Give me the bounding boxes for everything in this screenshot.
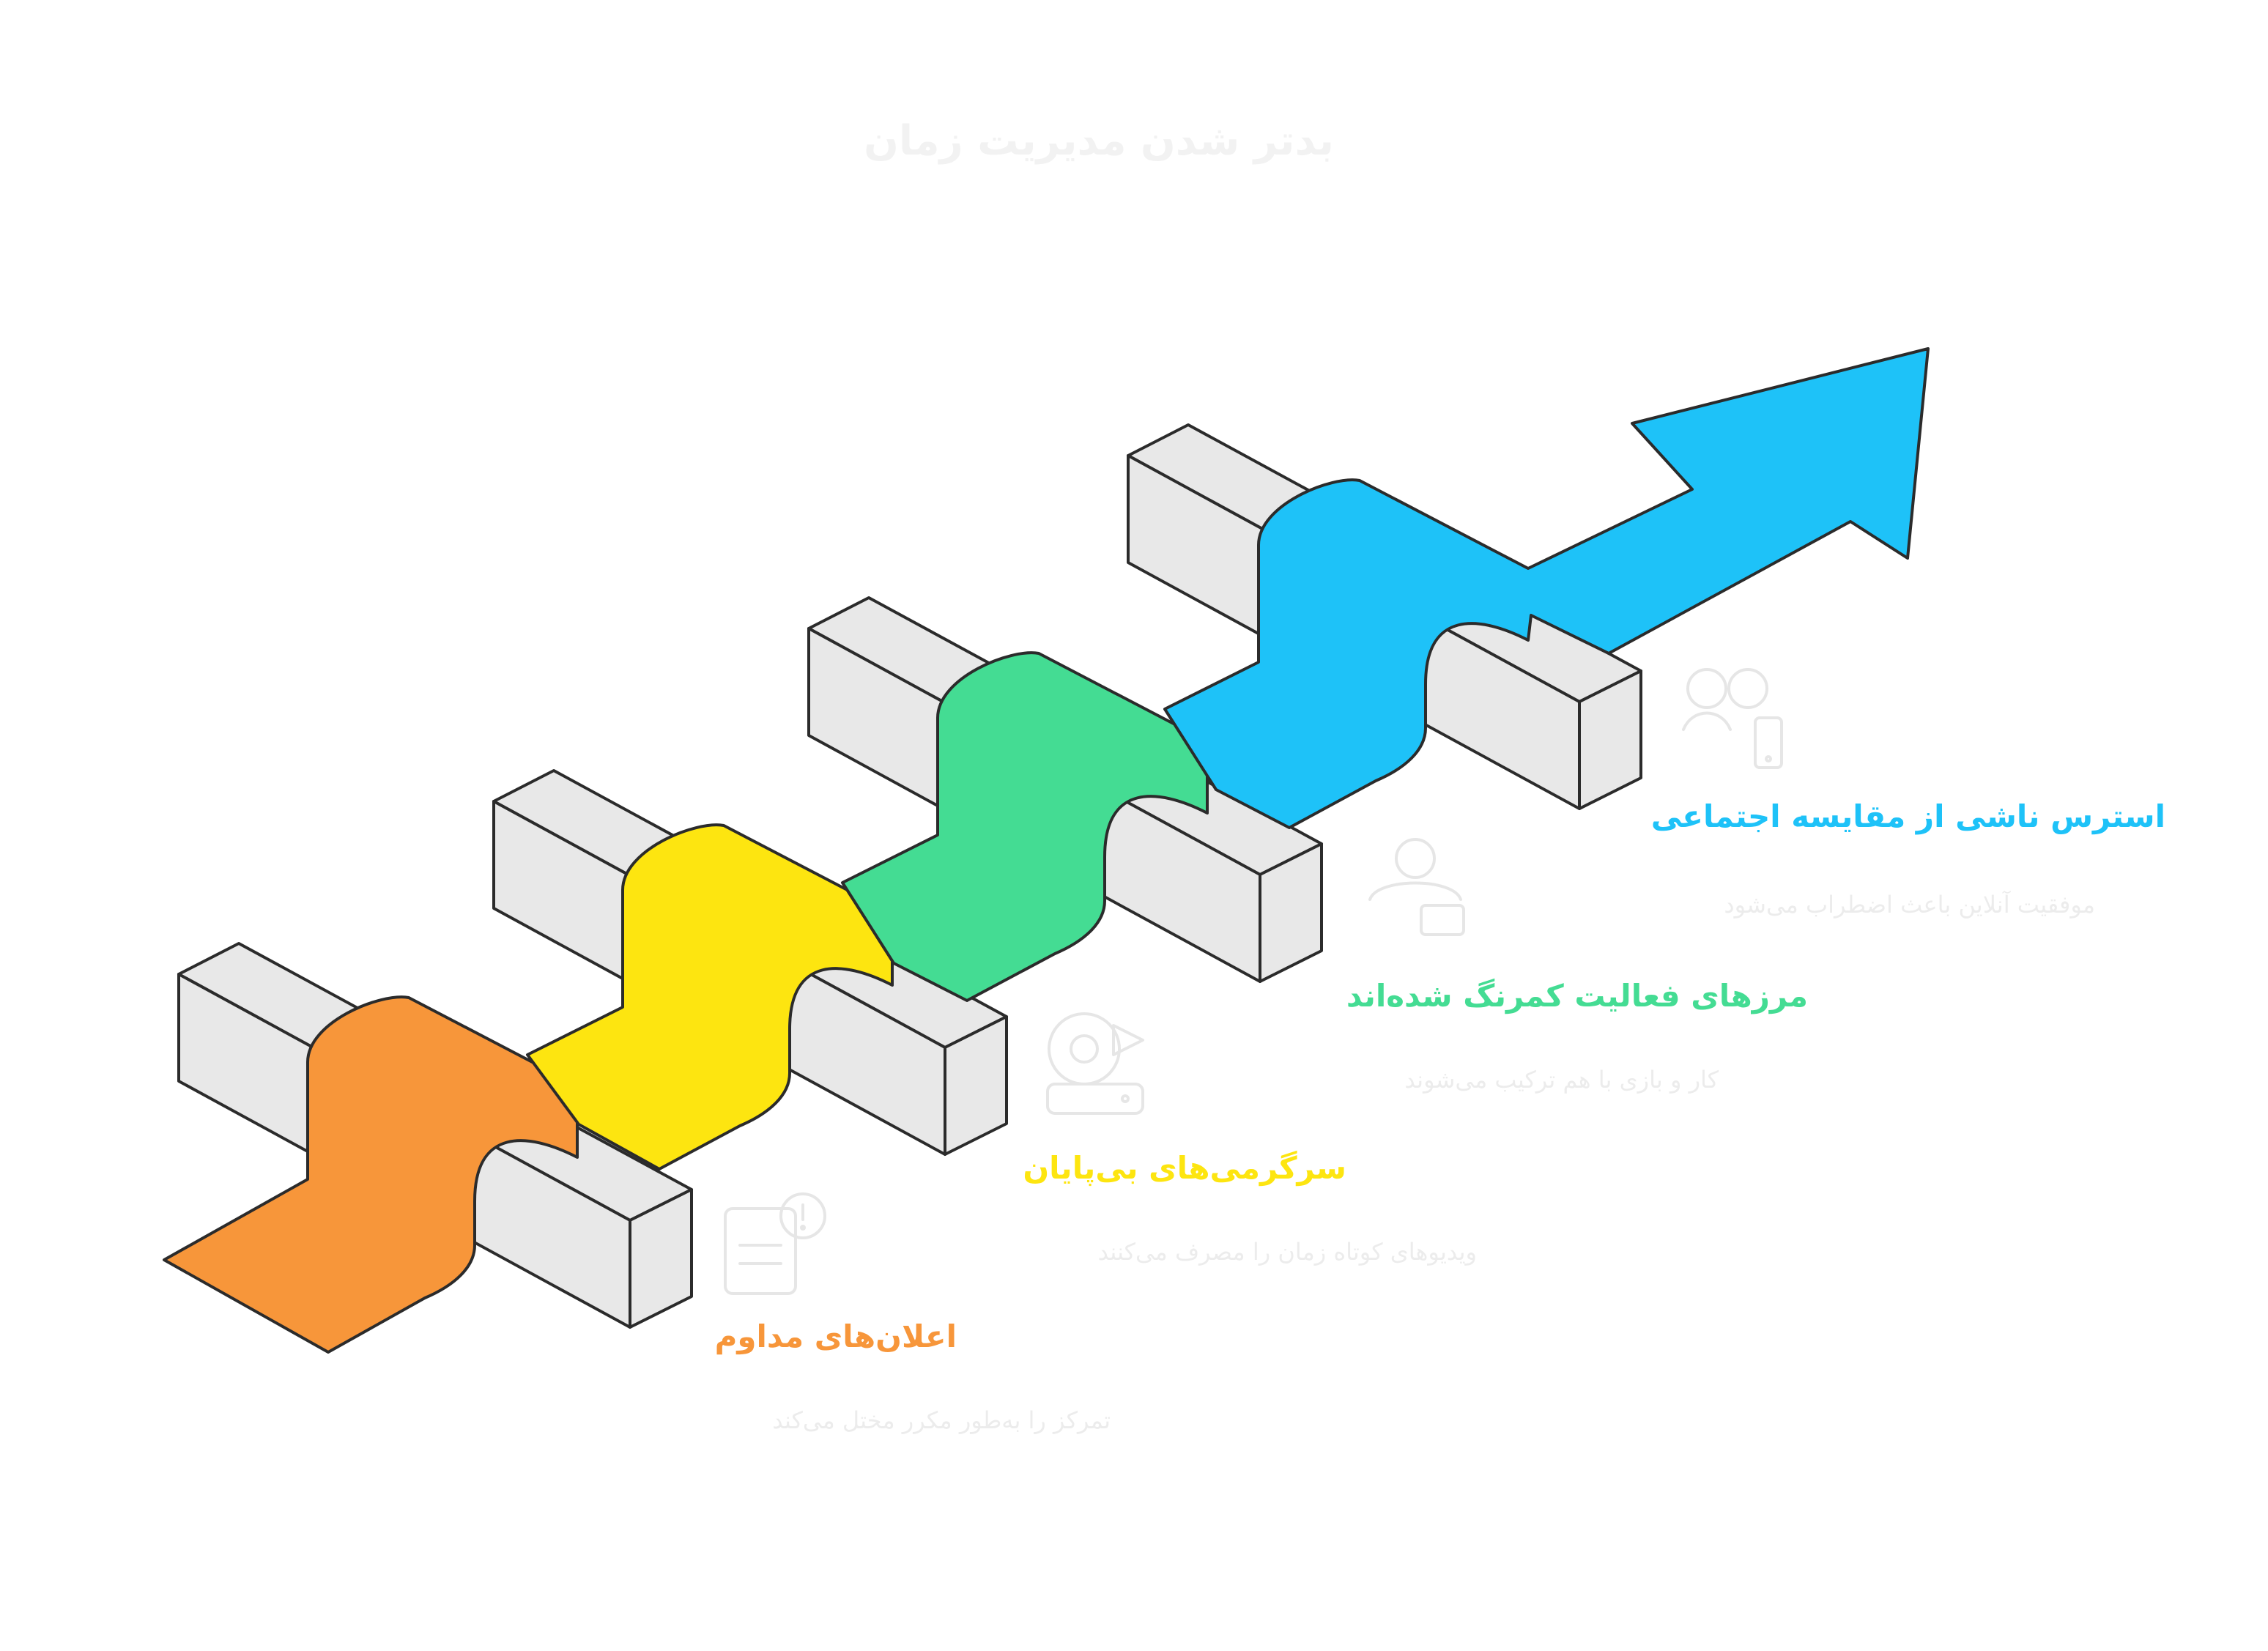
ribbon-segment-4-arrow [1163, 347, 1930, 829]
step-4-description: موفقیت آنلاین باعث اضطراب می‌شود [1724, 891, 2095, 919]
people-phone-icon [1682, 668, 1783, 769]
step-1-description: تمرکز را به‌طور مکرر مختل می‌کند [772, 1406, 1111, 1434]
video-play-icon [1046, 1012, 1144, 1115]
step-3-description: کار و بازی با هم ترکیب می‌شوند [1404, 1066, 1719, 1094]
ribbon-segment-1 [163, 995, 579, 1354]
ribbon-segment-3 [841, 651, 1209, 1002]
diagram-title: بدتر شدن مدیریت زمان [864, 117, 1334, 165]
step-1-title: اعلان‌های مداوم [714, 1318, 957, 1354]
step-2-title: سرگرمی‌های بی‌پایان [1023, 1150, 1346, 1186]
step-2-description: ویدیوهای کوتاه زمان را مصرف می‌کنند [1097, 1238, 1477, 1266]
person-laptop-icon [1368, 838, 1465, 936]
step-3-title: مرزهای فعالیت کمرنگ شده‌اند [1346, 978, 1808, 1014]
notification-alert-icon [724, 1192, 826, 1295]
step-4-title: استرس ناشی از مقایسه اجتماعی [1650, 798, 2165, 834]
ribbon-segment-2 [526, 823, 894, 1170]
